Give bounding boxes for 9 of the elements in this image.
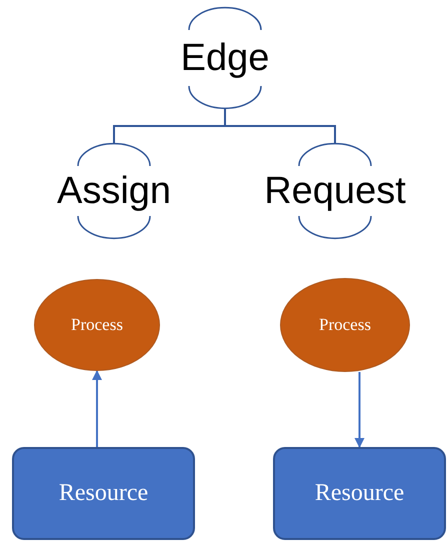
term-label: Edge	[180, 39, 270, 77]
arrow	[92, 370, 102, 447]
resource-box: Resource	[12, 447, 195, 540]
process-ellipse: Process	[34, 279, 160, 371]
resource-box: Resource	[273, 447, 446, 540]
process-ellipse: Process	[280, 278, 410, 372]
term-label: Request	[264, 172, 406, 210]
arrow	[354, 372, 364, 448]
term-label: Assign	[56, 172, 172, 210]
